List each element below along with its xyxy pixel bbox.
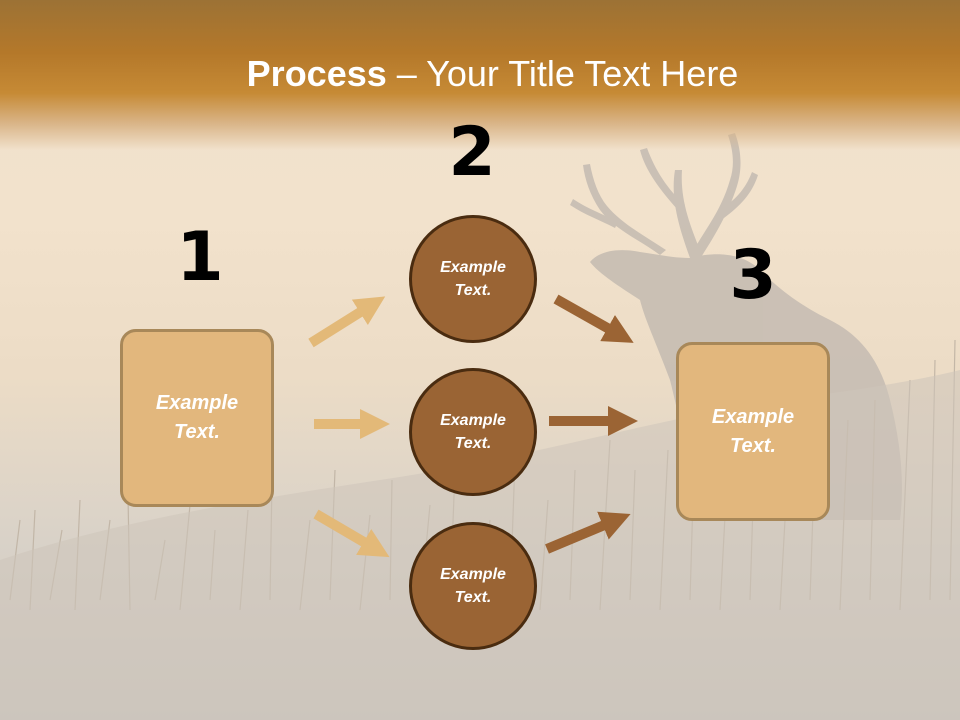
right-text-box: Example Text. (676, 342, 830, 521)
step-number-1: 1 (176, 218, 224, 297)
arrow-top-to-right (553, 294, 634, 343)
left-text-box: Example Text. (120, 329, 274, 507)
step-number-2: 2 (448, 113, 496, 192)
arrow-bottom-to-right (545, 511, 631, 554)
slide-title: Process – Your Title Text Here (0, 52, 960, 96)
circle-top-text: Example Text. (440, 259, 506, 299)
title-rest-text: – Your Title Text Here (386, 53, 739, 94)
title-bold-word: Process (246, 53, 387, 94)
circle-middle: Example Text. (409, 368, 537, 496)
right-box-text: Example Text. (711, 405, 795, 457)
circle-bottom: Example Text. (409, 522, 537, 650)
circle-middle-text: Example Text. (440, 412, 506, 452)
arrow-left-to-top (308, 296, 386, 348)
step-number-3: 3 (729, 236, 777, 315)
arrow-left-to-bottom (313, 509, 390, 558)
left-box-text: Example Text. (155, 392, 239, 443)
circle-bottom-text: Example Text. (440, 566, 506, 606)
circle-top: Example Text. (409, 215, 537, 343)
title-band (0, 0, 960, 150)
